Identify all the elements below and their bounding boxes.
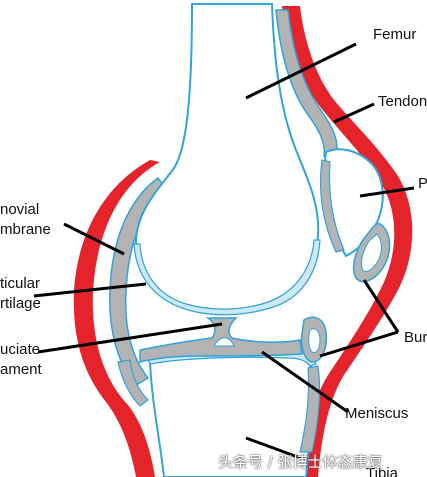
bursa-inner [361, 233, 382, 272]
label-synovial-line2: mbrane [0, 221, 51, 238]
label-femur: Femur [373, 26, 417, 43]
leader-synovial [63, 222, 125, 256]
label-cruciate-line1: uciate [0, 341, 41, 358]
patellar-fat-band [319, 159, 345, 253]
leader-bursa-2 [319, 330, 399, 358]
meniscus-inner [308, 328, 321, 353]
label-tendon: Tendon [378, 93, 427, 110]
femur-articular-cartilage [133, 239, 321, 316]
watermark-bottom: 头条号 / 张博士体态康复 [218, 453, 383, 471]
label-synovial-line1: novial [0, 201, 40, 218]
leader-patella [359, 186, 415, 198]
label-articular-line1: ticular [0, 275, 41, 292]
leader-articular [33, 282, 147, 298]
label-meniscus: Meniscus [345, 405, 409, 422]
label-tibia: Tibia [366, 465, 398, 477]
label-articular-line2: rtilage [0, 295, 41, 312]
leader-tibia [245, 436, 307, 462]
label-bursa: Bur [404, 329, 427, 346]
leader-cruciate [37, 322, 223, 354]
label-cruciate-line2: ament [0, 361, 42, 378]
leader-tendon [333, 102, 375, 124]
leader-meniscus [261, 350, 349, 414]
leader-bursa-1 [362, 279, 400, 333]
label-patella: P [418, 175, 427, 192]
cruciate-gap [213, 337, 235, 347]
watermark-center: 头条号 / 张博士体态康复 [168, 231, 289, 244]
leader-femur [245, 42, 357, 100]
posterior-lower-lining [117, 359, 149, 407]
